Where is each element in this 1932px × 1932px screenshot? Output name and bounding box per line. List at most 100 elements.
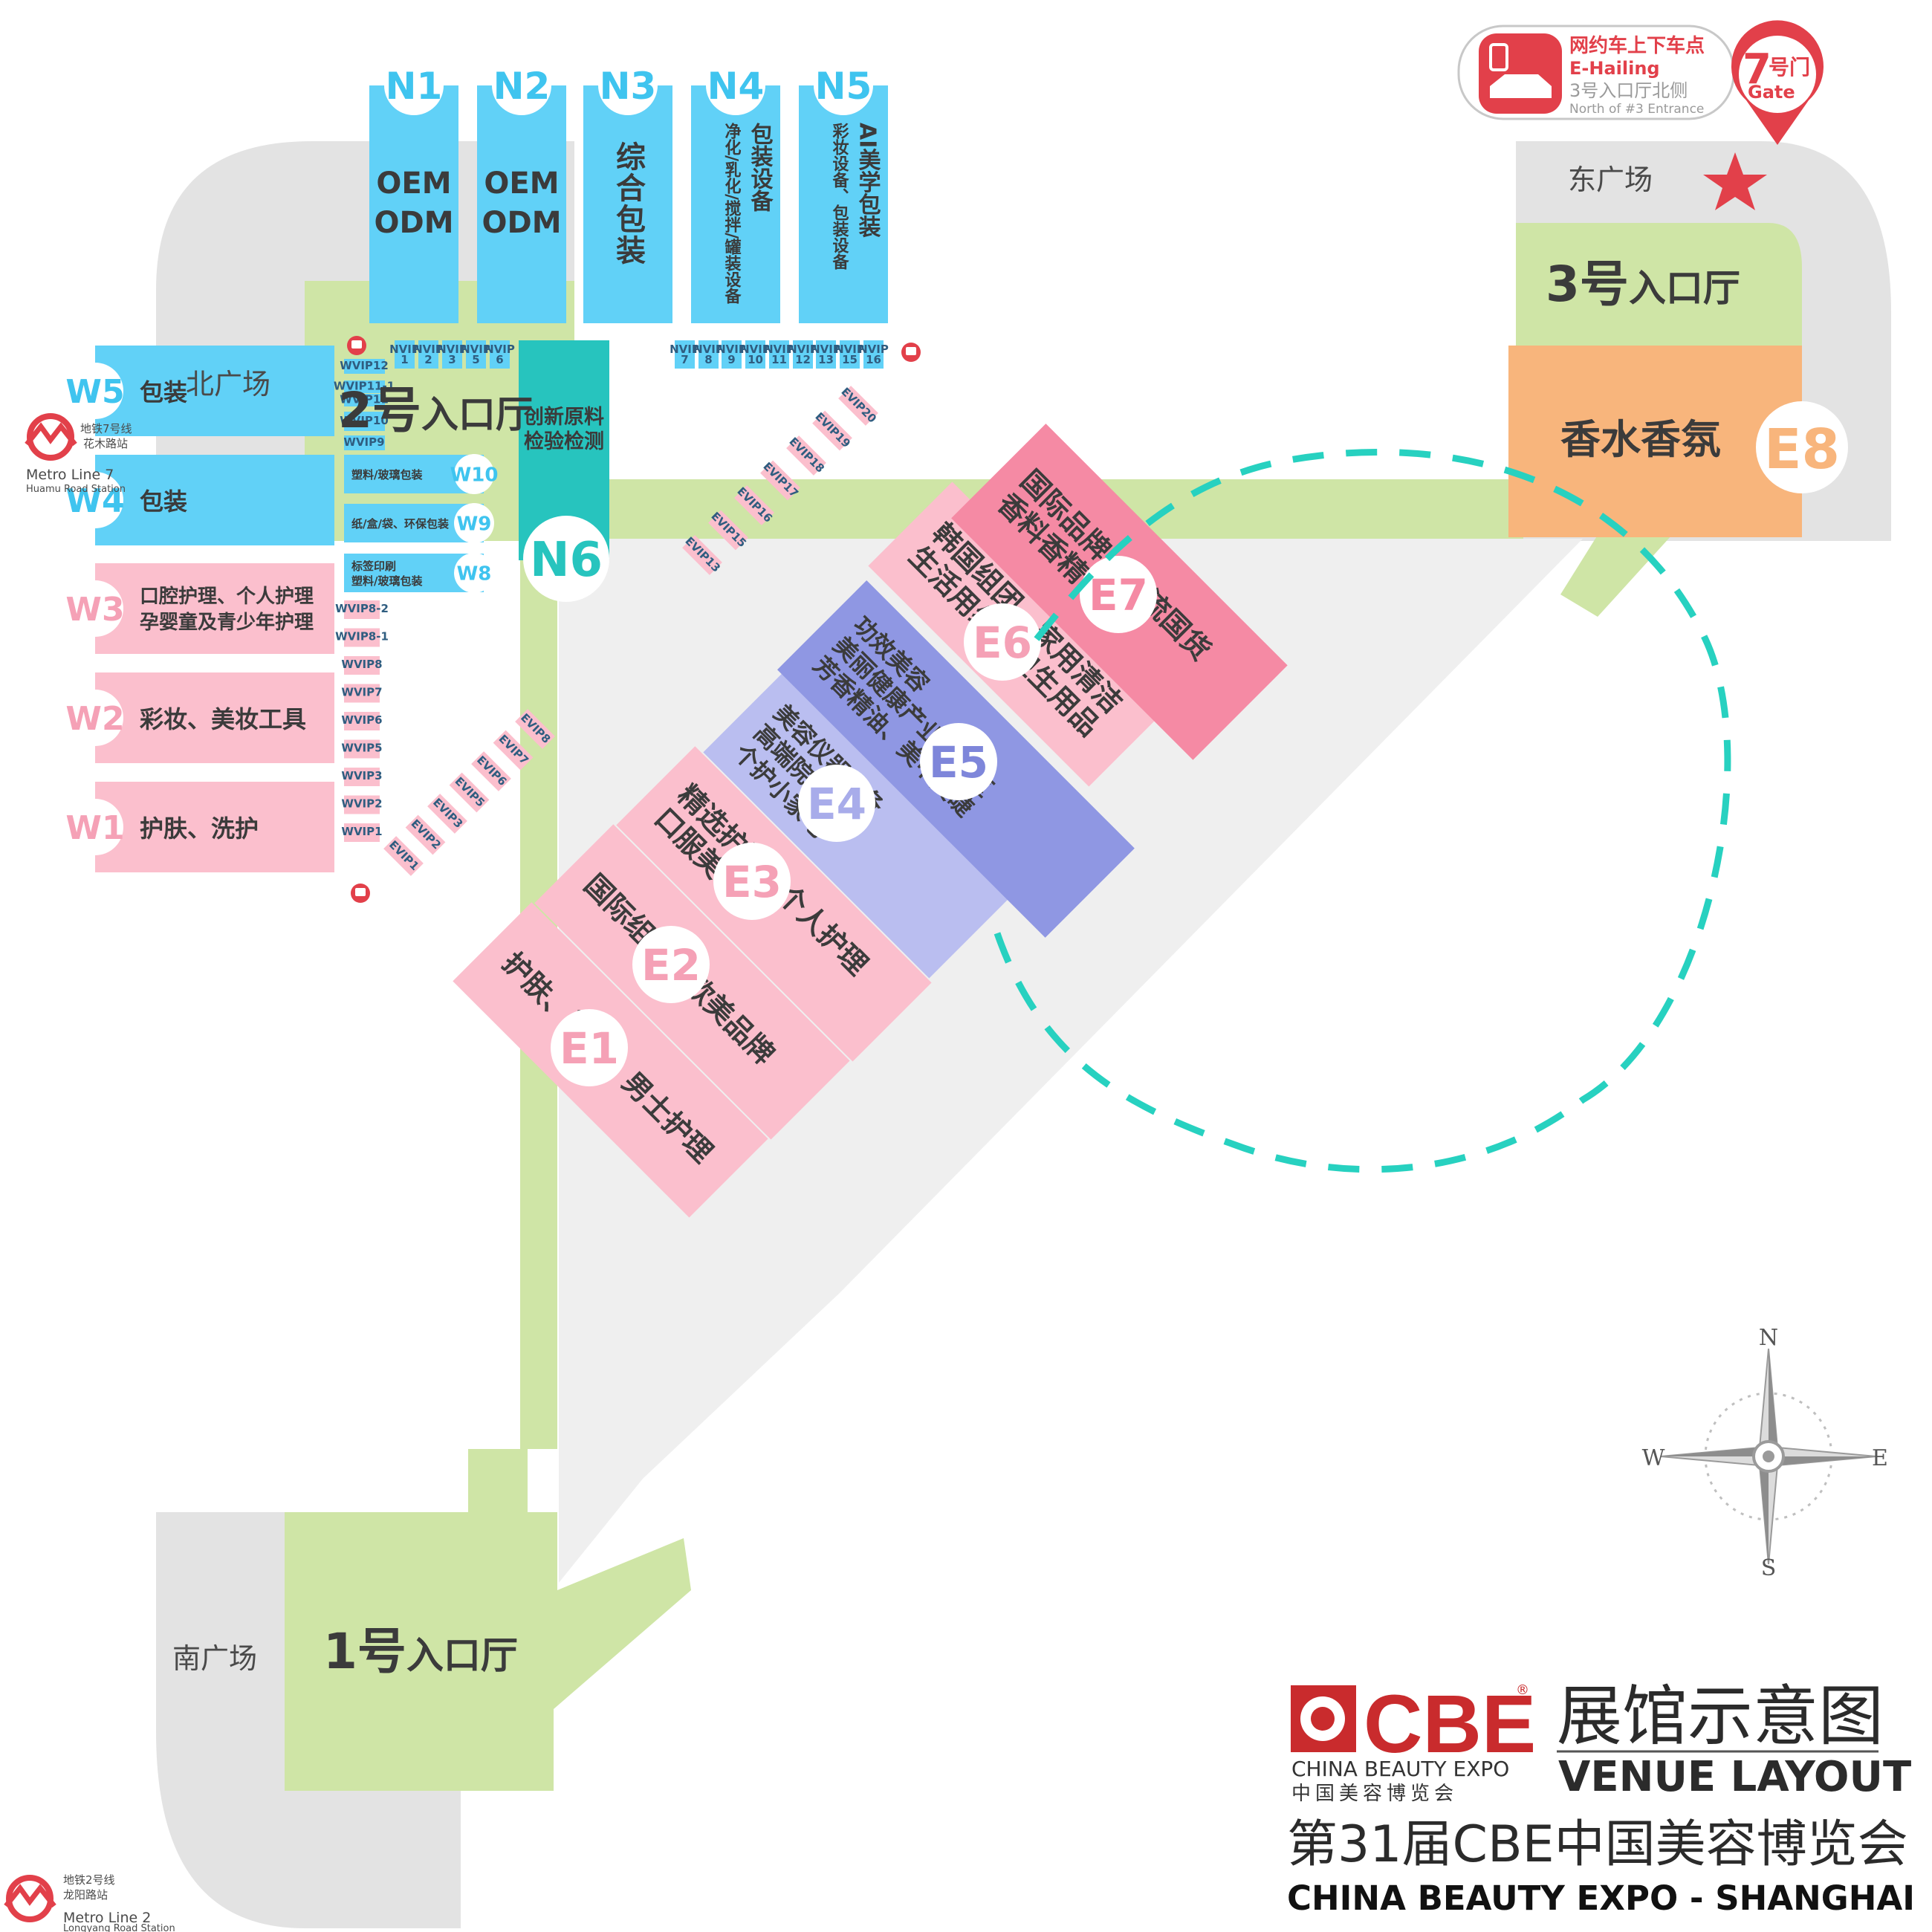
nvip-label: NVIP — [484, 343, 515, 356]
e-hailing-gate-callout: 网约车上下车点 E-Hailing 3号入口厅北侧 North of #3 En… — [1457, 20, 1824, 146]
hall-n2 — [477, 85, 566, 323]
evip-room-box — [786, 435, 826, 476]
hall-e5-badge: E5 — [920, 723, 997, 800]
compass-s: S — [1761, 1555, 1777, 1581]
nvip-room — [745, 340, 765, 369]
hall-w4 — [95, 455, 334, 545]
hall-e2-badge-circle — [632, 926, 710, 1003]
nvip-label: NVIP — [811, 343, 841, 356]
hall-w4-badge: W4 — [65, 472, 125, 528]
hall-n3-col1: 综合包装 — [611, 141, 646, 266]
nvip-label: NVIP — [693, 343, 724, 356]
hall-w1-badge: W1 — [65, 799, 125, 855]
hall-w2-line1: 彩妆、美妆工具 — [140, 705, 306, 733]
nvip-room — [466, 340, 486, 369]
wvip-room — [344, 795, 380, 814]
hall-e7-badge: E7 — [1080, 556, 1157, 633]
hall-n1-badge-text: N1 — [386, 65, 443, 108]
evip-room: EVIP20 — [838, 385, 879, 426]
hall-e6-badge-text: E6 — [973, 617, 1032, 668]
wvip-label: WVIP10 — [340, 414, 389, 427]
south-plaza-label: 南广场 — [172, 1642, 257, 1675]
hall-n1-badge-circle — [384, 56, 444, 115]
wvip-room — [344, 380, 385, 393]
compass-icon — [1660, 1348, 1877, 1565]
hall-n5-badge: N5 — [814, 56, 873, 115]
entrance-hall-3-label: 3号入口厅 — [1546, 256, 1740, 313]
east-halls: 护肤、洗护、男士护理国际组团、欧美品牌精选护肤、个人护理口服美容美容仪器设备高端… — [453, 424, 1288, 1218]
hall-n1 — [369, 85, 458, 323]
e-hailing-sub-cn: 3号入口厅北侧 — [1569, 80, 1688, 101]
metro-2-cn-station: 龙阳路站 — [63, 1888, 108, 1902]
evip-room: EVIP19 — [812, 409, 853, 451]
hall-w2-badge-circle — [67, 690, 123, 746]
north-halls: N1OEMODMN2OEMODMN3综合包装N4包装设备净化/乳化/搅拌/罐装设… — [369, 56, 888, 323]
hall-n3-badge-text: N3 — [600, 65, 657, 108]
hall-e6-badge: E6 — [964, 603, 1041, 681]
nvip-label: NVIP — [461, 343, 491, 356]
bus-stop-icon — [351, 884, 370, 903]
hall-w10-badge-text: W10 — [450, 464, 499, 486]
cbe-brand-en: CHINA BEAUTY EXPO — [1291, 1757, 1509, 1781]
bus-stop-icon-body — [906, 347, 916, 355]
nvip-number: 10 — [748, 353, 763, 366]
east-green-connector — [1560, 535, 1672, 617]
hall-n6-line2: 检验检测 — [524, 429, 604, 453]
nvip-label: NVIP — [740, 343, 771, 356]
cbe-brand: CBE ® CHINA BEAUTY EXPO 中国美容博览会 展馆示意图 VE… — [1287, 1678, 1915, 1918]
wvip-room — [344, 359, 385, 374]
hall-e8-badge: E8 — [1756, 401, 1848, 493]
hall-n6-line1: 创新原料 — [523, 405, 604, 429]
east-plaza-label: 东广场 — [1568, 163, 1653, 196]
nvip-room — [793, 340, 813, 369]
hall-n4 — [691, 85, 780, 323]
star-icon — [1703, 152, 1767, 210]
nvip-number: 12 — [795, 353, 811, 366]
bus-stop-icon-body — [351, 340, 362, 349]
hall-w4-line1: 包装 — [140, 487, 187, 516]
hall-n5-badge-text: N5 — [815, 65, 872, 108]
hall-e7-badge-circle — [1080, 556, 1157, 633]
evip-room: EVIP3 — [427, 794, 467, 834]
ecosystem-dashed-loop — [992, 448, 1731, 1173]
wvip-room — [344, 739, 380, 759]
hall-w9-badge-text: W9 — [457, 513, 492, 535]
entrance-hall-1-label: 1号入口厅 — [323, 1623, 518, 1680]
wvip-label: WVIP11 — [340, 393, 389, 406]
car-body-icon — [1490, 74, 1552, 98]
hall-e5-badge-circle — [920, 723, 997, 800]
evip-room: EVIP6 — [471, 751, 511, 791]
hall-w3-badge: W3 — [65, 580, 125, 637]
hall-n1-badge: N1 — [384, 56, 444, 115]
hall-w2-badge: W2 — [65, 690, 125, 746]
hall-e7-badge-text: E7 — [1089, 570, 1148, 620]
hall-n1-line2: ODM — [374, 206, 453, 240]
nvip-room — [418, 340, 438, 369]
bus-stop-icon-body — [355, 888, 366, 896]
metro-2-en-line: Metro Line 2 — [63, 1910, 151, 1926]
hall-w1 — [95, 782, 334, 872]
wvip-room — [344, 394, 385, 406]
hall-w2-badge-text: W2 — [65, 700, 124, 738]
evip-room-box — [383, 836, 424, 876]
hall-n4-col2: 净化/乳化/搅拌/罐装设备 — [722, 122, 742, 305]
wvip-label: WVIP9 — [343, 435, 384, 449]
hall-e5-badge-text: E5 — [929, 737, 988, 788]
nvip-number: 1 — [401, 353, 408, 366]
nvip-number: 5 — [472, 353, 479, 366]
gate-label: Gate — [1748, 82, 1795, 103]
hall-n3 — [583, 85, 672, 323]
evip-room-box — [760, 460, 800, 501]
wvip-room — [344, 435, 385, 450]
nvip-number: 11 — [771, 353, 787, 366]
evip-room: EVIP2 — [405, 814, 446, 855]
wvip-label: WVIP8-2 — [335, 602, 389, 615]
hall-w3-badge-circle — [67, 580, 123, 637]
wvip-room — [344, 684, 380, 703]
nvip-label: NVIP — [834, 343, 865, 356]
compass-n: N — [1759, 1325, 1778, 1351]
hall-n3-badge-circle — [598, 56, 658, 115]
hall-w2 — [95, 672, 334, 763]
hall-w5-badge-text: W5 — [65, 373, 124, 411]
